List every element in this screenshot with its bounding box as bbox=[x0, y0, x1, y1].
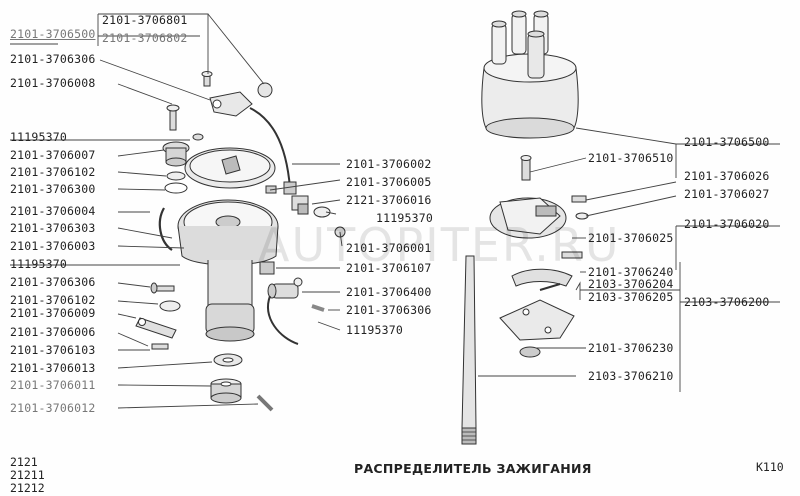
part-label[interactable]: 2101-3706103 bbox=[10, 343, 96, 357]
part-label[interactable]: 2101-3706003 bbox=[10, 239, 96, 253]
part-label[interactable]: 2103-3706204 bbox=[588, 277, 674, 291]
part-label[interactable]: 2101-3706011 bbox=[10, 378, 96, 392]
page-ref: K110 bbox=[756, 460, 784, 474]
part-label[interactable]: 2101-3706240 bbox=[588, 265, 674, 279]
part-label[interactable]: 2101-3706006 bbox=[10, 325, 96, 339]
screw-parts bbox=[166, 71, 273, 141]
page-title: РАСПРЕДЕЛИТЕЛЬ ЗАЖИГАНИЯ bbox=[354, 461, 592, 476]
part-label[interactable]: 2101-3706500 bbox=[10, 27, 96, 41]
part-label[interactable]: 2101-3706001 bbox=[346, 241, 432, 255]
part-label[interactable]: 2101-3706007 bbox=[10, 148, 96, 162]
part-label[interactable]: 2101-3706510 bbox=[588, 151, 674, 165]
part-label[interactable]: 11195370 bbox=[376, 211, 433, 225]
part-label[interactable]: 2101-3706107 bbox=[346, 261, 432, 275]
model-code: 2121 bbox=[10, 455, 38, 469]
part-label[interactable]: 2101-3706802 bbox=[102, 31, 188, 45]
part-label[interactable]: 2101-3706306 bbox=[346, 303, 432, 317]
capacitor-part bbox=[267, 277, 325, 345]
watermark: AUTOPITER.RU bbox=[258, 218, 621, 272]
breaker-contacts-part bbox=[209, 91, 297, 195]
part-label[interactable]: 2101-3706027 bbox=[684, 187, 770, 201]
part-label[interactable]: 11195370 bbox=[10, 130, 67, 144]
part-label[interactable]: 2101-3706013 bbox=[10, 361, 96, 375]
part-label[interactable]: 2101-3706300 bbox=[10, 182, 96, 196]
lower-fasteners-part bbox=[150, 282, 274, 412]
breaker-plate-part bbox=[184, 147, 276, 189]
part-label[interactable]: 2103-3706200 bbox=[684, 295, 770, 309]
part-label[interactable]: 2103-3706210 bbox=[588, 369, 674, 383]
octane-corrector-part bbox=[135, 317, 177, 339]
part-label[interactable]: 2101-3706400 bbox=[346, 285, 432, 299]
drive-shaft-part bbox=[461, 255, 477, 445]
part-label[interactable]: 2101-3706020 bbox=[684, 217, 770, 231]
centrifugal-weights-part bbox=[499, 268, 575, 358]
distributor-housing-part bbox=[177, 199, 279, 342]
part-label[interactable]: 2101-3706303 bbox=[10, 221, 96, 235]
part-label[interactable]: 2121-3706016 bbox=[346, 193, 432, 207]
leader-lines bbox=[10, 13, 780, 409]
part-label[interactable]: 2101-3706002 bbox=[346, 157, 432, 171]
part-label[interactable]: 2101-3706005 bbox=[346, 175, 432, 189]
rotor-part bbox=[489, 155, 589, 259]
part-label[interactable]: 2101-3706012 bbox=[10, 401, 96, 415]
part-label[interactable]: 2101-3706009 bbox=[10, 306, 96, 320]
part-label[interactable]: 2101-3706008 bbox=[10, 76, 96, 90]
part-label[interactable]: 11195370 bbox=[346, 323, 403, 337]
part-label[interactable]: 2101-3706801 bbox=[102, 13, 188, 27]
model-code: 21211 bbox=[10, 468, 45, 482]
part-label[interactable]: 2101-3706025 bbox=[588, 231, 674, 245]
distributor-cap-part bbox=[481, 10, 579, 139]
part-label[interactable]: 2101-3706102 bbox=[10, 293, 96, 307]
spring-clip-part bbox=[158, 207, 173, 251]
part-label[interactable]: 2101-3706004 bbox=[10, 204, 96, 218]
model-code: 21212 bbox=[10, 481, 45, 495]
part-label[interactable]: 2101-3706306 bbox=[10, 52, 96, 66]
part-label[interactable]: 2103-3706205 bbox=[588, 290, 674, 304]
part-label[interactable]: 2101-3706306 bbox=[10, 275, 96, 289]
part-label[interactable]: 11195370 bbox=[10, 257, 67, 271]
part-label[interactable]: 2101-3706230 bbox=[588, 341, 674, 355]
cam-part bbox=[162, 141, 190, 194]
part-label[interactable]: 2101-3706026 bbox=[684, 169, 770, 183]
part-label[interactable]: 2101-3706500 bbox=[684, 135, 770, 149]
part-label[interactable]: 2101-3706102 bbox=[10, 165, 96, 179]
